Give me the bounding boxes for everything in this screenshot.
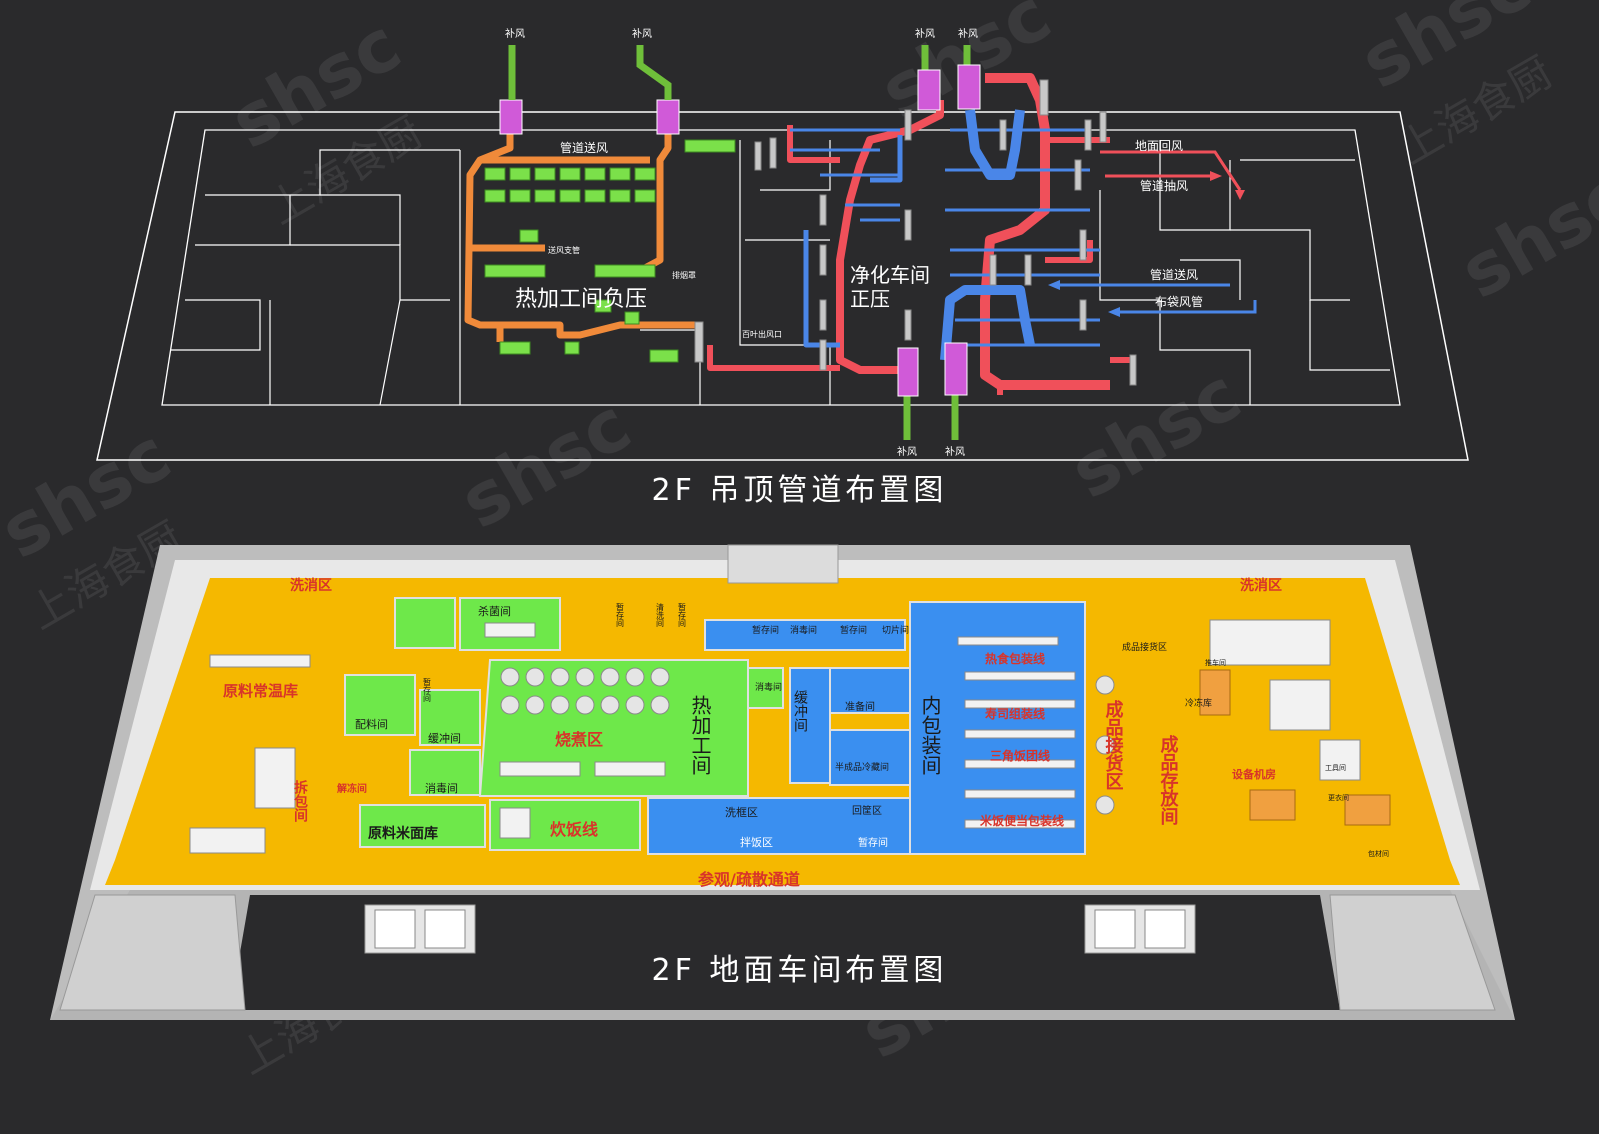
- label-fresh-air: 补风: [945, 445, 965, 458]
- ac-unit-icon: [945, 343, 967, 395]
- label-hot-zone: 热加工间负压: [515, 287, 647, 312]
- label-finished-store: 成品存放间: [1158, 734, 1180, 825]
- ac-unit-icon: [918, 70, 940, 110]
- label-mixing: 配料间: [355, 717, 388, 731]
- watermark-brand: shsc: [1447, 152, 1599, 315]
- label-unpack: 拆包间: [292, 779, 308, 823]
- ceiling-outline: [97, 112, 1468, 460]
- label-recycle: 回筐区: [852, 804, 882, 817]
- label-fresh-air: 补风: [632, 27, 652, 40]
- label-wash-right: 洗消区: [1240, 577, 1282, 594]
- label-fresh-air: 补风: [958, 27, 978, 40]
- label-supply-branch: 送风支管: [548, 245, 580, 255]
- hot-zone-units: [500, 100, 679, 134]
- label-line-2: 寿司组装线: [985, 706, 1045, 721]
- label-floor-return: 地面回风: [1135, 139, 1183, 153]
- label-fresh-air: 补风: [915, 27, 935, 40]
- label-temp-store-5: 暂存间: [840, 624, 867, 636]
- label-fresh-air: 补风: [505, 27, 525, 40]
- label-buffer-2: 缓冲间: [792, 690, 808, 733]
- label-rice-line: 炊饭线: [550, 820, 598, 839]
- label-fabric-duct: 布袋风管: [1155, 294, 1203, 309]
- label-tool-room: 工具间: [1325, 764, 1346, 772]
- label-line-3: 三角饭团线: [990, 748, 1050, 763]
- watermark-brand: shsc: [447, 382, 645, 545]
- label-inner-pack: 内包装间: [918, 695, 942, 775]
- ac-unit-icon: [500, 100, 522, 134]
- label-clean-zone: 净化车间: [850, 263, 930, 287]
- label-rice-store: 原料米面库: [368, 825, 438, 842]
- label-cold-store: 冷冻库: [1185, 697, 1212, 709]
- label-cut: 切片间: [882, 624, 909, 636]
- ac-unit-icon: [657, 100, 679, 134]
- pink-duct: [710, 78, 1130, 395]
- ac-unit-icon: [958, 65, 980, 109]
- label-exhaust-hood: 排烟罩: [672, 270, 696, 280]
- label-duct-exhaust: 管道抽风: [1140, 178, 1188, 193]
- label-mix-rice: 拌饭区: [740, 835, 773, 849]
- label-duct-supply-top: 管道送风: [560, 140, 608, 155]
- label-positive-pressure: 正压: [850, 287, 890, 311]
- ceiling-labels: 管道送风 热加工间负压 净化车间 正压 地面回风 管道抽风 管道送风 布袋风管 …: [505, 27, 1203, 458]
- label-sterilize: 杀菌间: [478, 604, 511, 618]
- label-disinfect-2: 消毒间: [790, 624, 817, 636]
- label-hot-process: 热加工间: [688, 695, 712, 775]
- floor-caption: 2F 地面车间布置图: [0, 945, 1599, 989]
- label-prep: 准备间: [845, 700, 875, 713]
- ac-unit-icon: [898, 348, 918, 396]
- label-temp-store-3: 暂存间: [678, 602, 687, 628]
- label-disinfect-3: 消毒间: [755, 681, 782, 693]
- label-fresh-air: 补风: [897, 445, 917, 458]
- label-disinfect-1: 消毒间: [425, 781, 458, 795]
- label-basket-wash: 洗框区: [725, 806, 758, 819]
- label-louver-outlet: 百叶出风口: [742, 329, 782, 339]
- label-temp-store-6: 暂存间: [858, 836, 888, 849]
- label-semi-chill: 半成品冷藏间: [835, 761, 889, 773]
- label-cart-room: 推车间: [1205, 658, 1226, 667]
- label-raw-ambient: 原料常温库: [223, 682, 298, 700]
- label-temp-store-1: 暂存间: [423, 677, 432, 703]
- label-receive-area: 成品接货区: [1103, 699, 1124, 790]
- label-buffer-1: 缓冲间: [428, 731, 461, 745]
- label-wash-left: 洗消区: [290, 577, 332, 594]
- label-clean-wash: 清洗间: [656, 602, 665, 628]
- top-entrance: [728, 545, 838, 583]
- label-thaw: 解冻间: [337, 782, 367, 795]
- label-temp-store-4: 暂存间: [752, 624, 779, 636]
- ceiling-caption: 2F 吊顶管道布置图: [0, 465, 1599, 509]
- label-spare: 更衣间: [1328, 793, 1349, 802]
- label-temp-store-2: 暂存间: [616, 602, 625, 628]
- label-duct-supply-right: 管道送风: [1150, 267, 1198, 282]
- label-pack-room: 包材间: [1368, 849, 1389, 858]
- label-line-1: 热食包装线: [985, 651, 1045, 666]
- label-equipment: 设备机房: [1232, 767, 1276, 781]
- label-boil: 烧煮区: [555, 730, 603, 749]
- label-receive-small: 成品接货区: [1122, 641, 1167, 653]
- label-line-4: 米饭便当包装线: [980, 813, 1064, 828]
- label-corridor: 参观/疏散通道: [698, 870, 800, 889]
